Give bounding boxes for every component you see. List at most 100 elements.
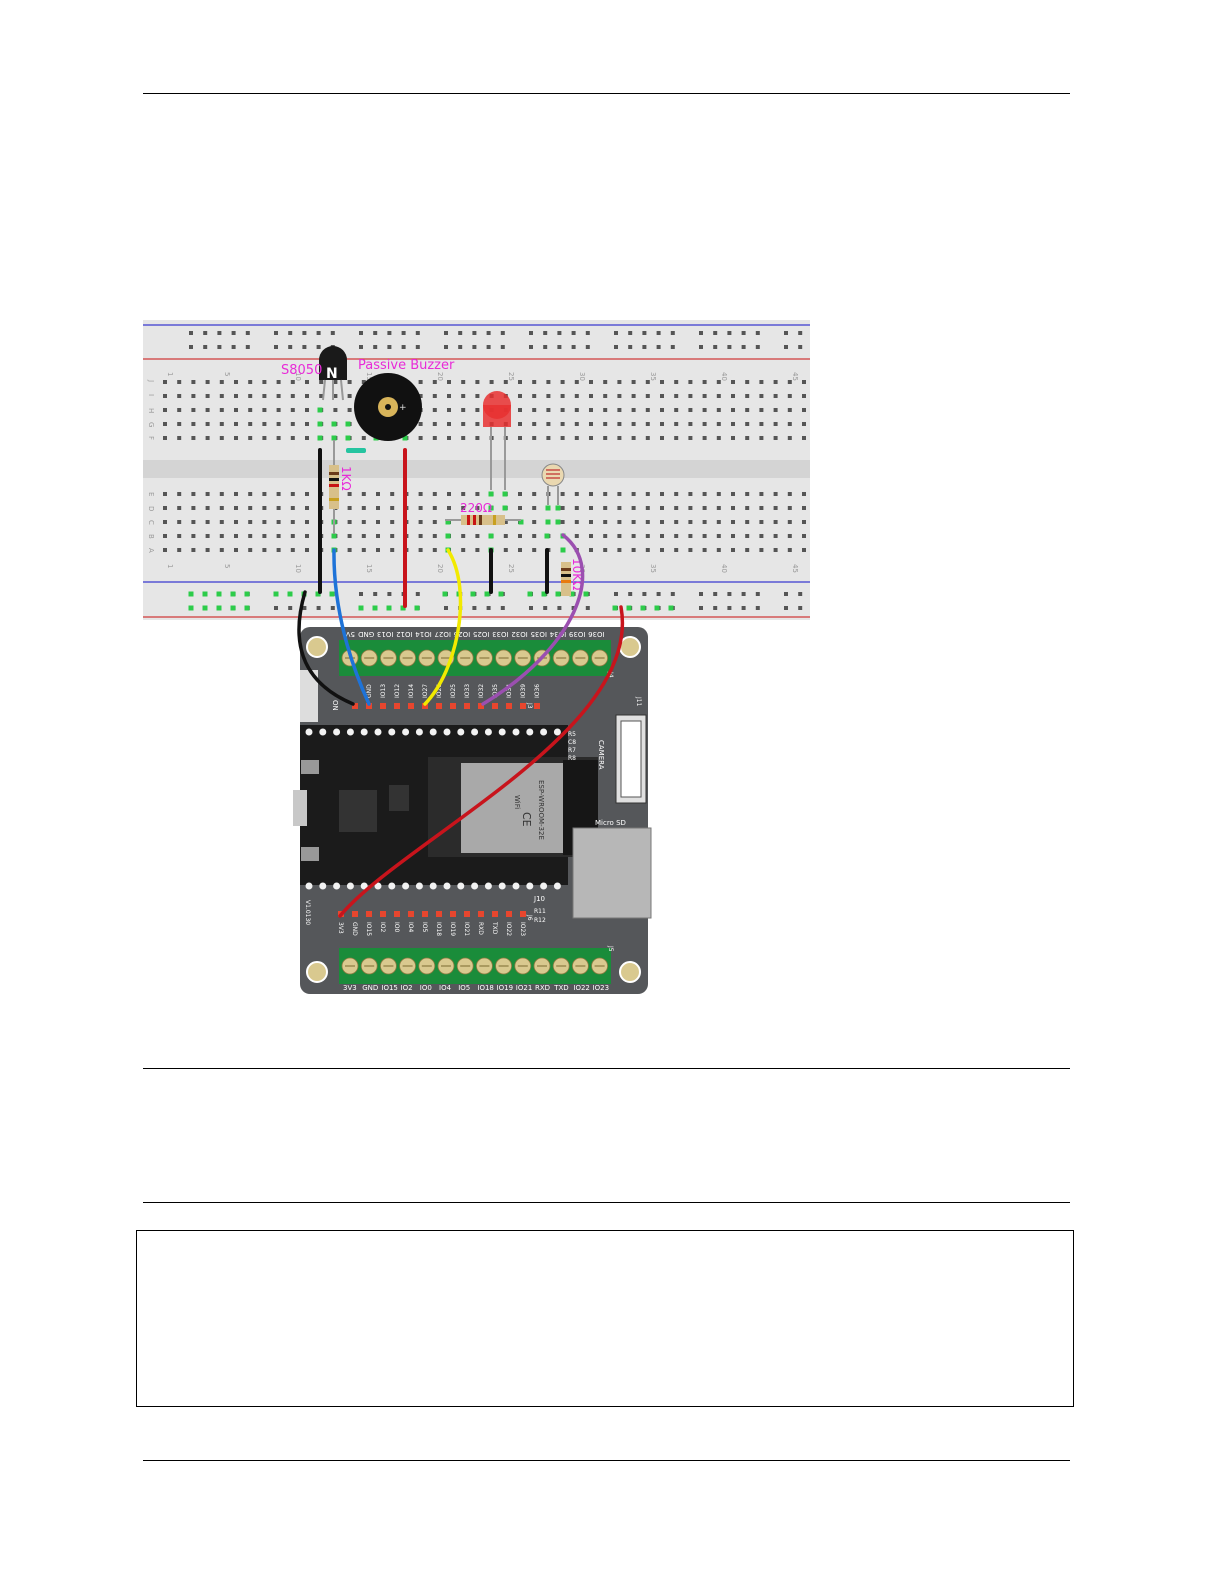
terminal-hole [645,380,650,384]
terminal-hole [376,506,380,510]
devkit-pin [346,882,354,890]
terminal-hole [688,506,693,510]
row-letter: A [147,548,155,553]
terminal-hole [418,422,423,426]
rail-hole [401,345,406,349]
devkit-pin [374,728,382,736]
terminal-hole [234,506,238,510]
devkit-pin [553,882,561,890]
terminal-hole [688,436,693,440]
connected-hole [317,435,323,441]
buzzer-label: Passive Buzzer [358,358,455,373]
column-number-top: 40 [720,372,728,381]
header-label: IO39 [520,684,527,698]
header-pin [436,703,442,709]
connected-rail-hole [188,605,194,611]
usb-port[interactable] [293,790,307,826]
header-pin [436,911,442,917]
connected-rail-hole [640,605,646,611]
devkit-pin [553,728,561,736]
rail-hole [755,345,760,349]
photoresistor-pattern [546,469,560,479]
header-pin [380,911,386,917]
terminal-hole [731,408,735,412]
terminal-hole [617,436,622,440]
connected-rail-hole [668,605,674,611]
terminal-hole [432,408,437,412]
terminal-hole [191,520,196,524]
rail-hole [557,331,562,335]
rail-hole [713,345,718,349]
rail-hole [529,606,533,610]
boot-button[interactable] [301,760,319,774]
terminal-hole [305,380,309,384]
connected-hole [560,547,566,553]
header-label: IO26 [436,684,443,698]
terminal-hole [461,506,466,510]
terminal-hole [688,520,693,524]
pin-label: IO32 [511,630,527,638]
terminal-hole [177,408,182,412]
rail-hole [529,345,533,349]
terminal-hole [745,548,750,552]
terminal-hole [361,380,366,384]
terminal-hole [645,534,650,538]
terminal-hole [191,380,196,384]
rail-hole [628,345,633,349]
terminal-hole [759,548,764,552]
terminal-hole [745,422,750,426]
terminal-hole [205,394,210,398]
terminal-hole [305,534,309,538]
row-letter: G [147,422,155,427]
terminal-hole [361,436,366,440]
terminal-hole [731,492,735,496]
reset-button[interactable] [301,847,319,861]
terminal-hole [702,436,707,440]
terminal-hole [475,380,480,384]
rail-hole [628,331,633,335]
terminal-hole [773,534,778,538]
connected-hole [445,519,451,525]
rail-hole [203,331,208,335]
pin-label: GND [358,630,374,638]
power-switch[interactable] [300,670,318,722]
terminal-hole [333,394,338,398]
terminal-hole [745,534,750,538]
rail-hole [500,331,505,335]
terminal-hole [674,422,679,426]
terminal-hole [688,534,693,538]
terminal-hole [262,422,267,426]
header-rule [143,93,1070,94]
terminal-hole [532,548,537,552]
terminal-hole [290,534,295,538]
sd-label: Micro SD [595,819,626,827]
rail-hole [699,606,703,610]
terminal-hole [518,422,522,426]
terminal-hole [631,548,636,552]
terminal-hole [248,436,253,440]
terminal-hole [603,534,608,538]
terminal-hole [759,506,764,510]
terminal-hole [731,422,735,426]
rail-hole [699,592,703,596]
resistor-10k-band-1 [561,568,571,571]
terminal-hole [503,520,508,524]
wire-black-gnd [297,590,355,706]
terminal-hole [631,422,636,426]
devkit-pin [471,728,479,736]
terminal-hole [347,492,352,496]
terminal-hole [347,408,352,412]
devkit-pin [415,728,423,736]
devkit-pin [346,728,354,736]
terminal-hole [645,408,650,412]
terminal-hole [645,506,650,510]
header-pin [450,703,456,709]
connected-hole [488,491,494,497]
terminal-hole [276,436,281,440]
terminal-hole [418,506,423,510]
rail-hole [798,345,803,349]
terminal-hole [674,408,679,412]
terminal-hole [617,520,622,524]
terminal-hole [163,380,167,384]
terminal-hole [475,506,480,510]
